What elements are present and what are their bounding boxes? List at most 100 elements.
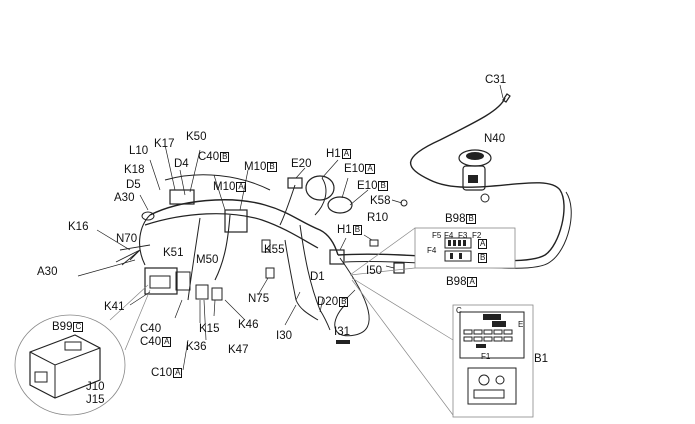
label-a30-left: A30 — [37, 266, 58, 278]
n70-branches — [115, 244, 151, 266]
label-k41: K41 — [104, 301, 125, 313]
label-n70: N70 — [116, 233, 138, 245]
n40-fuel-pump — [458, 149, 492, 203]
m10-module — [224, 209, 248, 233]
b1-panel-detail — [452, 304, 534, 418]
label-k47: K47 — [228, 344, 249, 356]
label-j10: J10 — [86, 381, 105, 393]
label-i30: I30 — [276, 330, 292, 342]
box-m10b: B — [267, 162, 277, 172]
box-e10b: B — [378, 181, 388, 191]
k15-module — [195, 284, 209, 300]
h1-horn — [305, 175, 335, 201]
harness-branch-left — [139, 214, 151, 266]
fuse-box-detail — [414, 227, 516, 269]
label-b1: B1 — [534, 353, 549, 365]
leader-b1-panel — [351, 277, 454, 416]
label-k51: K51 — [163, 247, 184, 259]
label-r10: R10 — [367, 212, 389, 224]
i31-symbol — [336, 340, 350, 344]
label-k18: K18 — [124, 164, 145, 176]
d20-cable — [319, 309, 331, 331]
leader-b99-bubble — [109, 284, 151, 351]
label-a30-top: A30 — [114, 192, 135, 204]
box-fuse-a: A — [478, 239, 488, 249]
label-n75: N75 — [248, 293, 270, 305]
label-fuse-box-b: B — [477, 252, 488, 264]
harness-rear-loop-inner — [344, 191, 572, 269]
box-c40a: A — [162, 337, 172, 347]
label-k36: K36 — [186, 341, 207, 353]
label-d1: D1 — [310, 271, 325, 283]
harness-branch-h1 — [314, 177, 327, 216]
leader-lines — [77, 84, 504, 371]
label-l10: L10 — [129, 145, 149, 157]
label-fuse-f2: F2 — [472, 231, 482, 240]
label-k17: K17 — [154, 138, 175, 150]
dashboard-harness-lower — [144, 213, 319, 249]
label-d4: D4 — [174, 158, 189, 170]
label-c40: C40 — [140, 323, 162, 335]
k55-connector — [261, 239, 271, 253]
e10-component — [327, 196, 353, 214]
label-k16: K16 — [68, 221, 89, 233]
box-e10a: A — [365, 164, 375, 174]
label-k55: K55 — [264, 244, 285, 256]
label-m50: M50 — [196, 254, 219, 266]
harness-branch-center2 — [187, 217, 201, 301]
label-c31: C31 — [485, 74, 507, 86]
harness-branch-i30 — [284, 239, 297, 301]
box-b98b: B — [466, 214, 476, 224]
label-j15: J15 — [86, 394, 105, 406]
e20-component — [287, 177, 303, 189]
b99-detail-bubble — [14, 314, 126, 416]
label-n40: N40 — [484, 133, 506, 145]
harness-branch-center — [214, 214, 231, 281]
harness-e20 — [279, 184, 296, 226]
leader-fuse-box — [349, 227, 416, 276]
i50-connector — [393, 262, 405, 274]
n75-connector — [265, 267, 275, 279]
a30-left-part — [141, 211, 155, 221]
label-fuse-f4: F4 — [444, 231, 454, 240]
label-e20: E20 — [291, 158, 312, 170]
box-c10a: A — [173, 368, 183, 378]
label-k46: K46 — [238, 319, 259, 331]
label-fuse-f3: F3 — [458, 231, 468, 240]
label-fuse-f4-side: F4 — [427, 246, 437, 255]
label-k15: K15 — [199, 323, 220, 335]
k46-module — [211, 287, 223, 301]
box-h1b: B — [352, 225, 363, 235]
c31-connector — [502, 93, 511, 103]
label-k50: K50 — [186, 131, 207, 143]
i30-cable — [295, 299, 319, 321]
d1-connector — [329, 249, 345, 265]
label-k58: K58 — [370, 195, 391, 207]
box-b98a: A — [467, 277, 477, 287]
box-fuse-b: B — [478, 253, 488, 263]
harness-top-arc — [164, 174, 271, 191]
r10-connector — [369, 239, 379, 247]
box-d20b: B — [339, 297, 349, 307]
label-panel-f1: F1 — [481, 352, 491, 361]
label-fuse-box-a: A — [477, 238, 488, 250]
label-i31: I31 — [334, 326, 350, 338]
k50-module — [169, 189, 195, 205]
box-m10a: A — [236, 182, 246, 192]
label-fuse-f5: F5 — [432, 231, 442, 240]
box-c40b: B — [220, 152, 230, 162]
label-d5: D5 — [126, 179, 141, 191]
k41-connector-cluster — [144, 267, 191, 295]
